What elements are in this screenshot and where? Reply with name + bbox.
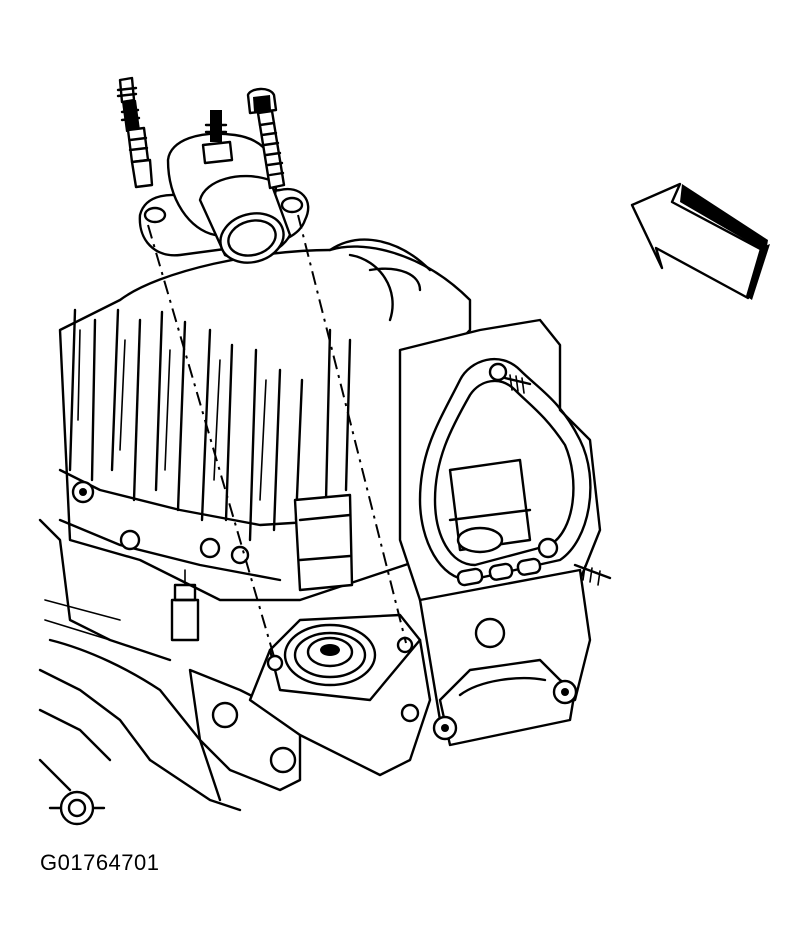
alignment-lines [147,214,407,661]
intake-manifold [58,238,472,602]
mounting-bolt-left [116,76,154,189]
thermostat-housing [248,613,432,777]
mounting-bolt-right [246,87,286,190]
view-direction-arrow-icon [630,182,770,300]
engine-block [38,518,302,826]
figure-code: G01764701 [40,850,160,875]
manifold-runners [68,308,352,542]
throttle-body-gasket [398,318,612,747]
water-outlet [138,110,310,264]
